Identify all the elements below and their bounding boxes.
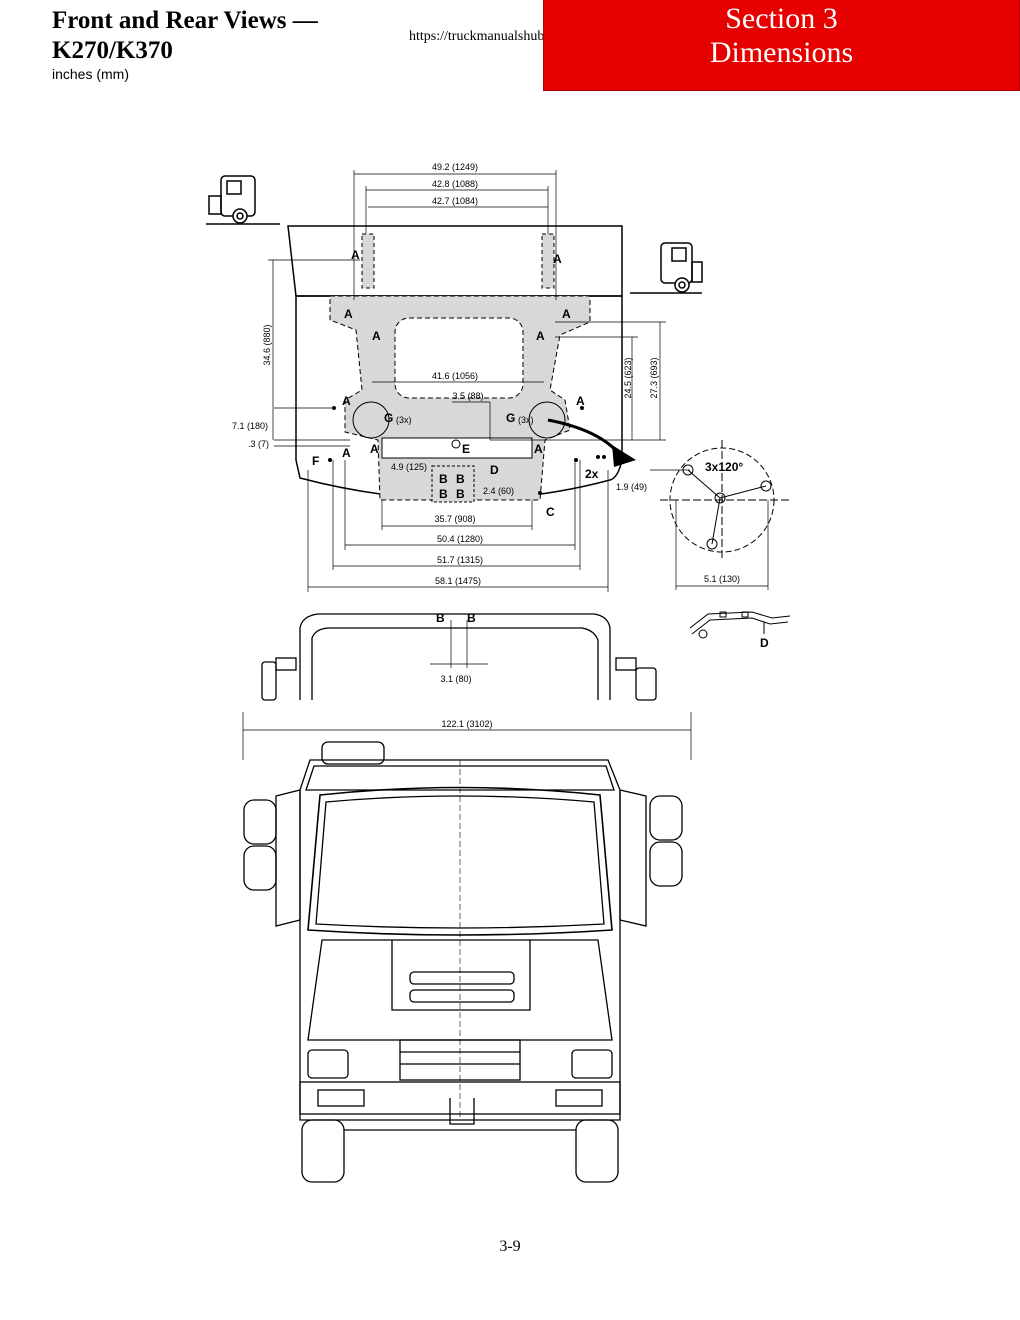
dim-2-4: 2.4 (60): [483, 486, 514, 496]
dim-49-2: 49.2 (1249): [432, 162, 478, 172]
section-number: Section 3: [725, 2, 838, 35]
label-g-count: (3x): [396, 415, 412, 425]
detail-d-bracket: [689, 611, 791, 639]
cab-roof-front-view: [261, 613, 657, 701]
label-a: A: [342, 446, 351, 460]
bolt-pattern-detail: [650, 440, 790, 590]
dim-42-8: 42.8 (1088): [432, 179, 478, 189]
label-f: F: [312, 454, 319, 468]
label-b: B: [439, 487, 448, 501]
cab-rear-view: [287, 225, 623, 503]
label-a: A: [553, 252, 562, 266]
dim-7-1: 7.1 (180): [232, 421, 268, 431]
label-a: A: [576, 394, 585, 408]
label-d: D: [490, 463, 499, 477]
truck-side-icon-left: [206, 175, 280, 225]
label-b: B: [439, 472, 448, 486]
dim-51-7: 51.7 (1315): [437, 555, 483, 565]
dim-27-3: 27.3 (693): [649, 357, 659, 398]
truck-front-view: [243, 741, 683, 1183]
dim-1-9: 1.9 (49): [616, 482, 647, 492]
top-dimension-lines: [268, 170, 666, 447]
label-b: B: [456, 472, 465, 486]
dim-3-5: 3.5 (88): [452, 391, 483, 401]
label-b: B: [436, 611, 445, 625]
label-a: A: [351, 248, 360, 262]
dim-34-6: 34.6 (880): [262, 324, 272, 365]
dim-24-5: 24.5 (623): [623, 357, 633, 398]
dim-41-6: 41.6 (1056): [432, 371, 478, 381]
label-angle: 3x120°: [705, 460, 743, 474]
label-a: A: [342, 394, 351, 408]
section-name: Dimensions: [709, 36, 854, 69]
label-e: E: [462, 442, 470, 456]
label-c: C: [546, 505, 555, 519]
overall-width-dimension: [242, 712, 692, 760]
label-b: B: [456, 487, 465, 501]
label-a: A: [536, 329, 545, 343]
rear-window: [394, 317, 524, 399]
label-a: A: [562, 307, 571, 321]
units-note: inches (mm): [52, 66, 130, 82]
label-a: A: [344, 307, 353, 321]
dim-58-1: 58.1 (1475): [435, 576, 481, 586]
dim-4-9: 4.9 (125): [391, 462, 427, 472]
label-b: B: [467, 611, 476, 625]
bottom-dimension-lines: [307, 460, 609, 592]
dim-42-7: 42.7 (1084): [432, 196, 478, 206]
dim-50-4: 50.4 (1280): [437, 534, 483, 544]
label-g: G: [384, 411, 393, 425]
label-g-count: (3x): [518, 415, 534, 425]
label-2x: 2x: [585, 467, 599, 481]
truck-side-icon-right: [630, 242, 703, 294]
source-url[interactable]: https://truckmanualshub.com/: [409, 29, 576, 44]
dim-5-1: 5.1 (130): [704, 574, 740, 584]
dim-122-1: 122.1 (3102): [441, 719, 492, 729]
page-title: Front and Rear Views — K270/K370: [52, 7, 318, 64]
mount-circle-left: [352, 401, 390, 439]
dim-35-7: 35.7 (908): [434, 514, 475, 524]
label-d: D: [760, 636, 769, 650]
label-a: A: [372, 329, 381, 343]
mount-circle-right: [528, 401, 566, 439]
label-a: A: [534, 442, 543, 456]
page-number: 3-9: [499, 1238, 521, 1255]
dim-3-1: 3.1 (80): [440, 674, 471, 684]
label-g: G: [506, 411, 515, 425]
label-a: A: [370, 442, 379, 456]
dim-0-3: .3 (7): [248, 439, 269, 449]
